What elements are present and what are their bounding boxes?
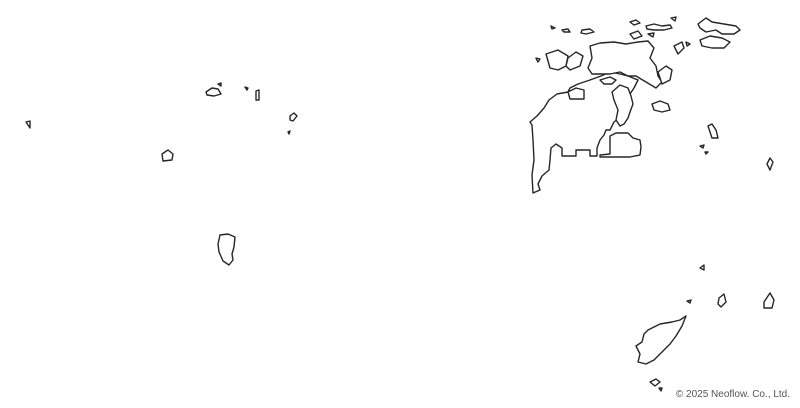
islet-e4 xyxy=(766,157,774,171)
islet-n11 xyxy=(535,57,541,63)
islet-n12 xyxy=(673,41,685,55)
islet-n9 xyxy=(545,49,569,71)
islet-e5 xyxy=(699,264,705,271)
islet-n13 xyxy=(657,65,673,85)
northeast-cluster xyxy=(651,17,741,113)
northern-coast xyxy=(587,40,663,89)
islet-n1 xyxy=(550,25,556,30)
island-west-2 xyxy=(205,87,222,97)
islet-se-tiny xyxy=(658,387,663,392)
islet-e7 xyxy=(717,293,727,308)
islet-n8 xyxy=(647,32,655,38)
island-west-7 xyxy=(287,130,291,135)
island-southwest-large xyxy=(217,233,236,266)
islet-n6 xyxy=(645,23,673,31)
cluster-ne-4 xyxy=(651,100,671,113)
peninsula-southeast xyxy=(599,132,642,158)
islet-n7 xyxy=(670,16,677,22)
cluster-ne-1 xyxy=(697,17,741,35)
eastern-islets xyxy=(686,123,775,309)
islet-e8 xyxy=(763,292,775,309)
islet-e1 xyxy=(707,123,719,139)
western-islands xyxy=(25,82,298,266)
northern-islets xyxy=(535,16,685,85)
islet-n5 xyxy=(629,30,643,40)
island-west-6 xyxy=(289,112,298,122)
island-west-5 xyxy=(255,89,260,101)
northeast-mainland xyxy=(529,40,663,194)
islet-e2 xyxy=(699,144,705,149)
island-west-8 xyxy=(161,149,174,162)
island-west-4 xyxy=(244,86,249,91)
islet-n4 xyxy=(629,19,641,26)
islet-e3 xyxy=(704,151,709,155)
cluster-ne-3 xyxy=(685,41,691,47)
islet-n14 xyxy=(599,76,617,85)
island-west-1 xyxy=(25,120,31,129)
islet-e6 xyxy=(686,299,692,304)
islet-n3 xyxy=(580,28,595,35)
island-inner-1 xyxy=(611,84,634,127)
cluster-ne-2 xyxy=(699,35,731,49)
mainland-notch xyxy=(567,87,585,100)
islet-n2 xyxy=(561,28,571,33)
southeast-island xyxy=(635,315,687,392)
map-attribution: © 2025 Neoflow. Co., Ltd. xyxy=(675,389,790,400)
islet-n10 xyxy=(565,51,584,71)
island-southeast-large xyxy=(635,315,687,365)
islet-se-small xyxy=(649,378,661,387)
island-west-3 xyxy=(217,82,222,87)
